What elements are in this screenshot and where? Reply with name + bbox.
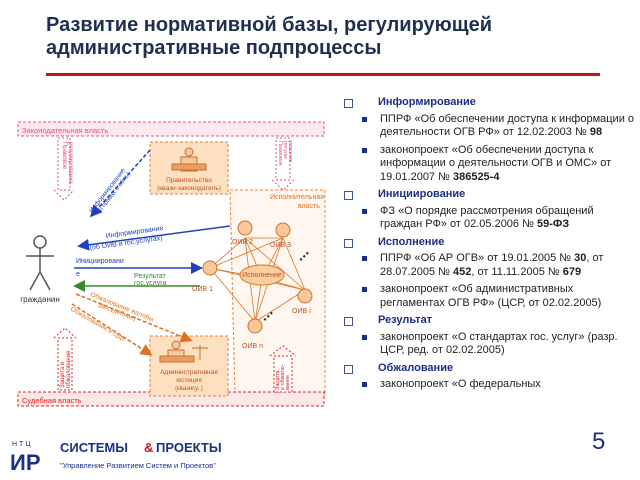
inform-rights-label-1: Информирование — [88, 167, 127, 214]
initiation-label-2: е — [76, 271, 80, 278]
court-appeal-arrow — [71, 303, 153, 356]
bullet-appeal: Обжалование — [342, 362, 638, 376]
oiv-n-node — [247, 318, 263, 334]
legislation-list: Информирование ППРФ «Об обеспечении дост… — [342, 96, 638, 396]
square-bullet-icon — [344, 364, 353, 374]
legal-regulation-arrow-left — [57, 137, 71, 191]
inform-oiv-arrow — [77, 225, 231, 251]
bullet-item: ППРФ «Об АР ОГВ» от 19.01.2005 № 30, от … — [342, 252, 638, 279]
protection-label-1: Защита и — [60, 362, 66, 388]
logo-ntc: НТЦ — [12, 441, 33, 448]
oiv-3-label: ОИВ 3 — [270, 242, 291, 249]
oiv-2-label: ОИВ 2 — [232, 239, 253, 246]
square-bullet-icon — [362, 382, 367, 387]
result-label-2: гос.услуга — [134, 280, 167, 287]
legal-regulation-arrow-right — [275, 137, 291, 181]
logo-systems: СИСТЕМЫ — [60, 440, 128, 455]
bullet-execution: Исполнение — [342, 236, 638, 250]
protection2-label-2: и обжало- — [280, 364, 286, 390]
logo-tagline: "Управление Развитием Систем и Проектов" — [60, 461, 216, 470]
logo-projects: ПРОЕКТЫ — [156, 440, 222, 455]
oiv-2-node — [237, 220, 253, 236]
page-title: Развитие нормативной базы, регулирующей … — [46, 14, 493, 59]
square-bullet-icon — [344, 191, 353, 200]
protection-arrow-left — [57, 337, 73, 391]
square-bullet-icon — [344, 99, 353, 108]
judge-icon — [159, 340, 208, 363]
bullet-item: законопроект «Об административных реглам… — [342, 283, 638, 310]
executive-label-2: власть — [298, 203, 320, 210]
legal-regulation-label-2: регулирование — [67, 142, 73, 184]
title-underline — [46, 73, 600, 76]
admin-justice-label-3: (квазису..) — [175, 386, 203, 392]
legislative-label: Законодательная власть — [22, 126, 108, 135]
legislative-band — [17, 121, 325, 137]
bullet-result: Результат — [342, 314, 638, 328]
executive-boundary — [229, 189, 326, 396]
protection2-label-1: Защита — [275, 370, 281, 390]
square-bullet-icon — [362, 287, 367, 292]
bullet-item: ФЗ «О порядке рассмотрения обращений гра… — [342, 205, 638, 232]
protection2-label-3: вание — [285, 375, 291, 390]
square-bullet-icon — [362, 147, 367, 153]
page-number: 5 — [592, 428, 606, 455]
square-bullet-icon — [362, 208, 367, 214]
oiv-1-node — [202, 260, 218, 276]
bullet-initiation: Инициирование — [342, 188, 638, 202]
bullet-item: ППРФ «Об обеспечении доступа к информаци… — [342, 113, 638, 140]
execution-label: Исполнение — [242, 272, 282, 279]
citizen-label: гражданин — [20, 295, 60, 304]
bullet-item: законопроект «О стандартах гос. услуг» (… — [342, 331, 638, 358]
protection-arrow-right — [273, 355, 293, 393]
oiv-3-node — [275, 222, 291, 238]
inform-rights-arrow — [90, 149, 151, 218]
logo-amp: & — [144, 440, 153, 455]
legal-regulation-label-1: Правовое — [61, 142, 67, 170]
square-bullet-icon — [344, 238, 353, 248]
protection-label-2: обжалование — [66, 350, 72, 388]
admin-justice-label-1: Административная — [160, 369, 218, 376]
legal-regulation2-label-1: Правовое — [277, 141, 283, 166]
bullet-item: законопроект «Об обеспечении доступа к и… — [342, 144, 638, 185]
government-official-icon — [171, 147, 207, 172]
bullet-informing: Информирование — [342, 96, 638, 110]
legal-regulation2-label-2: регули- — [282, 141, 288, 160]
government-label-1: Правительство — [166, 177, 212, 184]
oiv-n-label: ОИВ n — [242, 343, 263, 350]
bullet-item: законопроект «О федеральных — [342, 378, 638, 392]
oiv-i-label: ОИВ i — [292, 308, 311, 315]
square-bullet-icon — [362, 116, 367, 122]
oiv-i-node — [297, 288, 313, 304]
initiation-label-1: Инициировани — [76, 258, 124, 265]
pretrial-appeal-arrow — [75, 293, 193, 343]
square-bullet-icon — [362, 334, 367, 340]
judicial-label: Судебная власть — [22, 396, 82, 405]
square-bullet-icon — [344, 317, 353, 326]
executive-label-1: Исполнительная — [270, 194, 324, 201]
government-label-2: (квази-законодатель) — [157, 185, 221, 192]
citizen-icon — [26, 235, 54, 291]
logo-ir: ИР — [10, 450, 41, 475]
oiv-1-label: ОИВ 1 — [192, 286, 213, 293]
company-logo: НТЦ ИР СИСТЕМЫ & ПРОЕКТЫ "Управление Раз… — [10, 440, 222, 475]
square-bullet-icon — [362, 256, 367, 261]
result-label-1: Результат — [134, 273, 167, 280]
execution-node — [239, 264, 285, 286]
legal-regulation2-label-3: рование — [287, 141, 293, 162]
admin-justice-box — [149, 335, 229, 397]
admin-justice-label-2: юстиция — [176, 377, 202, 384]
